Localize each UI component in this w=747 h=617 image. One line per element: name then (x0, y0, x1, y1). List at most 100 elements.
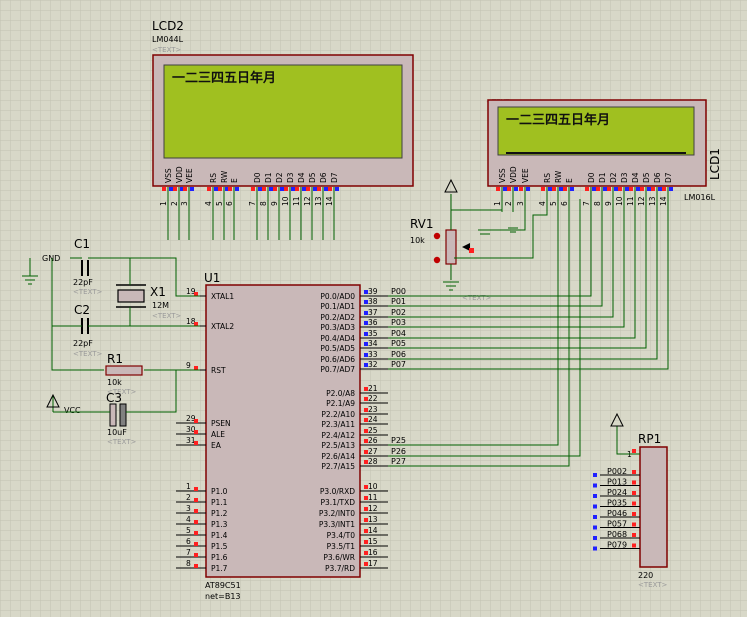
gnd-label: GND (42, 254, 60, 263)
u1-pin-marker-13 (364, 518, 368, 522)
u1-pin-marker-31 (194, 441, 198, 445)
lcd1-pin-blue-4 (548, 187, 552, 191)
u1-pin-number-35: 35 (368, 329, 378, 338)
lcd1-pin-number-9: 9 (604, 201, 613, 206)
u1-pin-number-4: 4 (186, 515, 191, 524)
rp1-net-p024: P024 (607, 488, 627, 497)
rp1-component[interactable]: RP1 1 220 <TEXT> P002P013P024P035P046P05… (593, 432, 668, 589)
lcd1-screen (497, 106, 695, 156)
u1-pin-name-5: P1.4 (211, 531, 228, 540)
rp1-net-p013: P013 (607, 478, 627, 487)
lcd1-pin-blue-3 (526, 187, 530, 191)
u1-ref: U1 (204, 271, 220, 285)
net-label-p27: P27 (391, 457, 406, 466)
lcd2-pin-number-13: 13 (314, 196, 323, 206)
u1-pin-name-3: P1.2 (211, 509, 228, 518)
u1-pin-name-31: EA (211, 441, 222, 450)
r1-ref: R1 (107, 352, 123, 366)
u1-pin-marker-22 (364, 397, 368, 401)
lcd1-pin-number-8: 8 (593, 201, 602, 206)
lcd1-pin-label-1: VSS (498, 168, 507, 183)
u1-pin-name-7: P1.6 (211, 553, 228, 562)
rv1-ref: RV1 (410, 217, 434, 231)
lcd2-pin-label-6: E (230, 178, 239, 183)
c1-text-placeholder: <TEXT> (73, 288, 103, 296)
x1-ref: X1 (150, 285, 166, 299)
lcd1-pin-label-6: E (565, 178, 574, 183)
u1-pin-name-13: P3.3/INT1 (319, 520, 355, 529)
u1-pin-number-39: 39 (368, 287, 378, 296)
rp1-pin-red-4 (632, 491, 636, 495)
lcd1-component[interactable]: <TEXT> 一二三四五日年月 LCD1 LM016L VSS1VDD2VEE3… (486, 98, 722, 206)
lcd2-pin-number-2: 2 (170, 201, 179, 206)
lcd1-pin-blue-7 (592, 187, 596, 191)
rp1-value: 220 (638, 571, 653, 580)
u1-pin-number-8: 8 (186, 559, 191, 568)
lcd2-pin-number-5: 5 (215, 201, 224, 206)
net-label-p06: P06 (391, 350, 406, 359)
u1-pin-name-32: P0.7/AD7 (320, 365, 355, 374)
rv1-pin-marker (469, 248, 474, 253)
u1-pin-marker-32 (364, 363, 368, 367)
x1-body (117, 289, 145, 303)
u1-pin-number-6: 6 (186, 537, 191, 546)
lcd2-pin-number-12: 12 (303, 196, 312, 206)
lcd1-pin-red-8 (596, 187, 600, 191)
lcd1-pin-number-11: 11 (626, 196, 635, 206)
u1-pin-marker-6 (194, 542, 198, 546)
u1-pin-name-30: ALE (211, 430, 225, 439)
u1-pin-name-29: PSEN (211, 419, 231, 428)
u1-pin-marker-18 (194, 322, 198, 326)
u1-pin-marker-11 (364, 496, 368, 500)
c3-plate-right (119, 403, 127, 427)
rv1-value: 10k (410, 236, 425, 245)
lcd1-pin-number-7: 7 (582, 201, 591, 206)
lcd2-pin-blue-3 (190, 187, 194, 191)
u1-pin-number-32: 32 (368, 360, 378, 369)
lcd1-pin-blue-13 (658, 187, 662, 191)
x1-component[interactable]: X1 12M <TEXT> (116, 284, 182, 320)
lcd1-pin-red-4 (541, 187, 545, 191)
lcd2-pin-number-10: 10 (281, 196, 290, 206)
u1-pin-marker-5 (194, 531, 198, 535)
u1-pin-name-24: P2.3/A11 (321, 420, 355, 429)
lcd2-pin-label-13: D6 (319, 172, 328, 183)
u1-pin-marker-30 (194, 430, 198, 434)
lcd2-component[interactable]: LCD2 LM044L <TEXT> 一二三四五日年月 VSS1VDD2VEE3… (152, 19, 414, 206)
u1-pin-marker-21 (364, 387, 368, 391)
lcd2-pin-red-6 (228, 187, 232, 191)
lcd2-pin-blue-1 (169, 187, 173, 191)
u1-pin-marker-35 (364, 332, 368, 336)
u1-pin-number-13: 13 (368, 515, 378, 524)
rv1-wiper-arrow (462, 243, 470, 251)
c3-component[interactable]: C3 10uF <TEXT> (106, 391, 137, 446)
u1-pin-number-16: 16 (368, 548, 378, 557)
lcd1-pin-blue-9 (614, 187, 618, 191)
rp1-pin-red-8 (632, 533, 636, 537)
u1-pin-name-28: P2.7/A15 (321, 462, 355, 471)
lcd1-pin-blue-14 (669, 187, 673, 191)
lcd2-pin-red-14 (328, 187, 332, 191)
u1-pin-name-35: P0.4/AD4 (320, 334, 355, 343)
c1-component[interactable]: C1 22pF <TEXT> (73, 237, 103, 296)
lcd2-pin-red-7 (251, 187, 255, 191)
u1-pin-number-2: 2 (186, 493, 191, 502)
u1-pin-marker-23 (364, 408, 368, 412)
net-label-p07: P07 (391, 360, 406, 369)
u1-pin-name-22: P2.1/A9 (326, 399, 355, 408)
lcd2-pin-red-9 (273, 187, 277, 191)
u1-component[interactable]: U1 AT89C51 net=B13 19XTAL118XTAL29RST29P… (176, 271, 388, 601)
lcd2-pin-red-10 (284, 187, 288, 191)
lcd2-pin-red-12 (306, 187, 310, 191)
lcd2-pin-blue-12 (313, 187, 317, 191)
u1-pin-number-11: 11 (368, 493, 378, 502)
lcd2-text-placeholder: <TEXT> (152, 46, 182, 54)
lcd2-pin-label-2: VDD (175, 166, 184, 183)
r1-component[interactable]: R1 10k <TEXT> (105, 352, 143, 396)
net-label-p04: P04 (391, 329, 406, 338)
u1-pin-marker-4 (194, 520, 198, 524)
u1-pin-number-31: 31 (186, 436, 196, 445)
u1-pin-name-37: P0.2/AD2 (320, 313, 355, 322)
